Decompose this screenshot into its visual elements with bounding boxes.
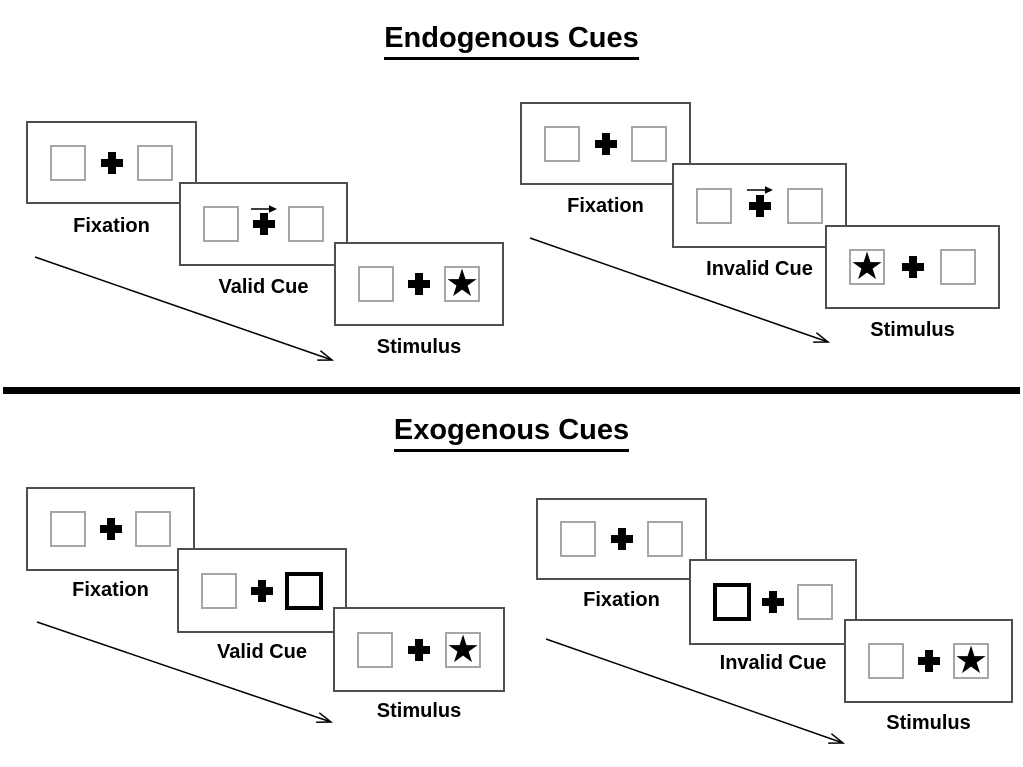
exogenous-invalid-fixation-panel	[536, 498, 707, 580]
endogenous-invalid-fixation-panel	[520, 102, 691, 185]
endogenous-section-title: Endogenous Cues	[0, 22, 1023, 60]
endogenous-invalid-time-arrow	[529, 237, 831, 343]
left-placeholder-box	[560, 521, 596, 557]
panel-label: Fixation	[567, 195, 644, 217]
right-target-box: ★	[953, 640, 989, 682]
endogenous-valid-time-arrow	[34, 256, 335, 361]
panel-label: Valid Cue	[216, 641, 308, 663]
fixation-cross-icon	[610, 528, 633, 550]
left-placeholder-box	[868, 643, 904, 679]
fixation-cross-icon	[917, 650, 940, 672]
star-icon: ★	[444, 263, 480, 305]
fixation-cross-icon	[748, 194, 771, 217]
left-placeholder-box	[544, 125, 580, 162]
fixation-cross-icon	[252, 213, 275, 235]
left-placeholder-box	[50, 144, 86, 181]
fixation-cross-icon	[408, 273, 430, 295]
exogenous-valid-fixation-panel	[26, 487, 195, 571]
section-divider	[3, 387, 1020, 394]
fixation-cross-icon	[408, 638, 430, 661]
fixation-cross-icon	[100, 151, 123, 174]
star-icon: ★	[849, 246, 885, 288]
exogenous-valid-time-arrow	[36, 621, 334, 723]
exogenous-invalid-stimulus-panel: ★	[844, 619, 1013, 703]
fixation-cross-icon	[762, 591, 784, 613]
right-highlighted-cue-box	[285, 571, 323, 610]
endogenous-invalid-cue-panel	[672, 163, 847, 248]
cue-arrow-right-icon	[250, 205, 277, 213]
fixation-cross-icon	[99, 518, 122, 540]
left-placeholder-box	[50, 511, 86, 547]
cue-arrow-right-icon	[746, 186, 773, 194]
panel-label: Fixation	[73, 215, 150, 237]
panel-label: Stimulus	[376, 700, 462, 722]
exogenous-invalid-cue-panel	[689, 559, 857, 645]
left-placeholder-box	[201, 572, 237, 609]
panel-label: Stimulus	[870, 319, 955, 341]
right-target-box: ★	[444, 263, 480, 305]
left-target-box: ★	[849, 246, 885, 288]
right-placeholder-box	[940, 249, 976, 285]
star-icon: ★	[953, 640, 989, 682]
panel-label: Stimulus	[376, 336, 462, 358]
right-placeholder-box	[787, 187, 823, 224]
endogenous-valid-fixation-panel	[26, 121, 197, 204]
panel-label: Invalid Cue	[719, 652, 827, 674]
endogenous-valid-stimulus-panel: ★	[334, 242, 504, 326]
left-highlighted-cue-box	[713, 583, 751, 621]
panel-label: Fixation	[583, 589, 660, 611]
star-icon: ★	[445, 628, 481, 671]
endogenous-valid-cue-panel	[179, 182, 348, 266]
fixation-cross-icon	[251, 579, 273, 602]
left-placeholder-box	[203, 206, 239, 242]
panel-label: Fixation	[72, 579, 149, 601]
right-target-box: ★	[445, 628, 481, 671]
left-placeholder-box	[357, 631, 393, 668]
right-placeholder-box	[135, 511, 171, 547]
right-placeholder-box	[631, 125, 667, 162]
left-placeholder-box	[696, 187, 732, 224]
exogenous-valid-cue-panel	[177, 548, 347, 633]
exogenous-valid-stimulus-panel: ★	[333, 607, 505, 692]
left-placeholder-box	[358, 266, 394, 302]
panel-label: Stimulus	[886, 712, 971, 734]
right-placeholder-box	[137, 144, 173, 181]
right-placeholder-box	[288, 206, 324, 242]
panel-label: Invalid Cue	[706, 258, 813, 280]
right-placeholder-box	[647, 521, 683, 557]
panel-label: Valid Cue	[218, 276, 309, 298]
right-placeholder-box	[797, 584, 833, 620]
fixation-cross-icon	[594, 132, 617, 155]
fixation-cross-icon	[901, 256, 924, 278]
endogenous-invalid-stimulus-panel: ★	[825, 225, 1000, 309]
exogenous-section-title: Exogenous Cues	[0, 414, 1023, 452]
